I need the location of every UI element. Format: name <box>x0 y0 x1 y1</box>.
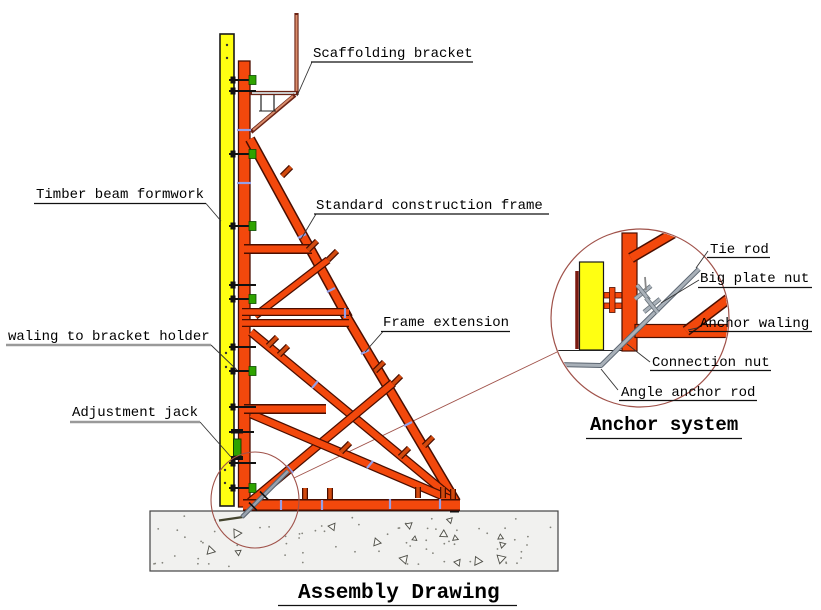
label-scaffolding-bracket: Scaffolding bracket <box>313 46 473 62</box>
spigot-pins <box>265 164 456 499</box>
label-angle-anchor-rod: Angle anchor rod <box>621 385 755 401</box>
coupling-ties <box>237 128 442 510</box>
detail-post <box>621 232 638 352</box>
anchor-detail-ellipse <box>210 451 300 549</box>
label-adjustment-jack: Adjustment jack <box>72 405 198 421</box>
main-title-assembly-drawing: Assembly Drawing <box>298 582 500 605</box>
label-big-plate-nut: Big plate nut <box>700 271 809 287</box>
label-waling-to-bracket-holder: waling to bracket holder <box>8 329 210 345</box>
detail-tie-rod <box>555 267 701 367</box>
angle-anchor-rod-shape <box>218 469 290 522</box>
formwork-tie-bolts <box>229 75 257 493</box>
label-frame-extension: Frame extension <box>383 315 509 331</box>
concrete-stipple-texture <box>153 515 552 568</box>
label-standard-construction-frame: Standard construction frame <box>316 198 543 214</box>
label-anchor-waling: Anchor waling <box>700 316 809 332</box>
anchor-system-detail <box>550 228 730 408</box>
concrete-base <box>149 509 559 572</box>
bolt-with-green-washer <box>229 75 257 493</box>
adjustment-jack-device <box>229 429 254 460</box>
detail-callout-leader <box>293 351 558 479</box>
leader-lines <box>199 61 709 458</box>
label-connection-nut: Connection nut <box>652 355 770 371</box>
annotations: Scaffolding bracket Timber beam formwork… <box>6 46 812 607</box>
label-tie-rod: Tie rod <box>710 242 769 258</box>
detail-nut-pin <box>644 276 647 291</box>
concrete-slab <box>149 510 559 572</box>
frame-members <box>242 136 461 511</box>
detail-title-anchor-system: Anchor system <box>590 414 738 436</box>
detail-timber-formwork <box>578 261 605 351</box>
label-timber-beam-formwork: Timber beam formwork <box>36 187 204 203</box>
detail-circle-outline <box>550 228 730 408</box>
timber-formwork-plank <box>219 33 235 507</box>
scaffolding-bracket-shape <box>249 13 299 134</box>
